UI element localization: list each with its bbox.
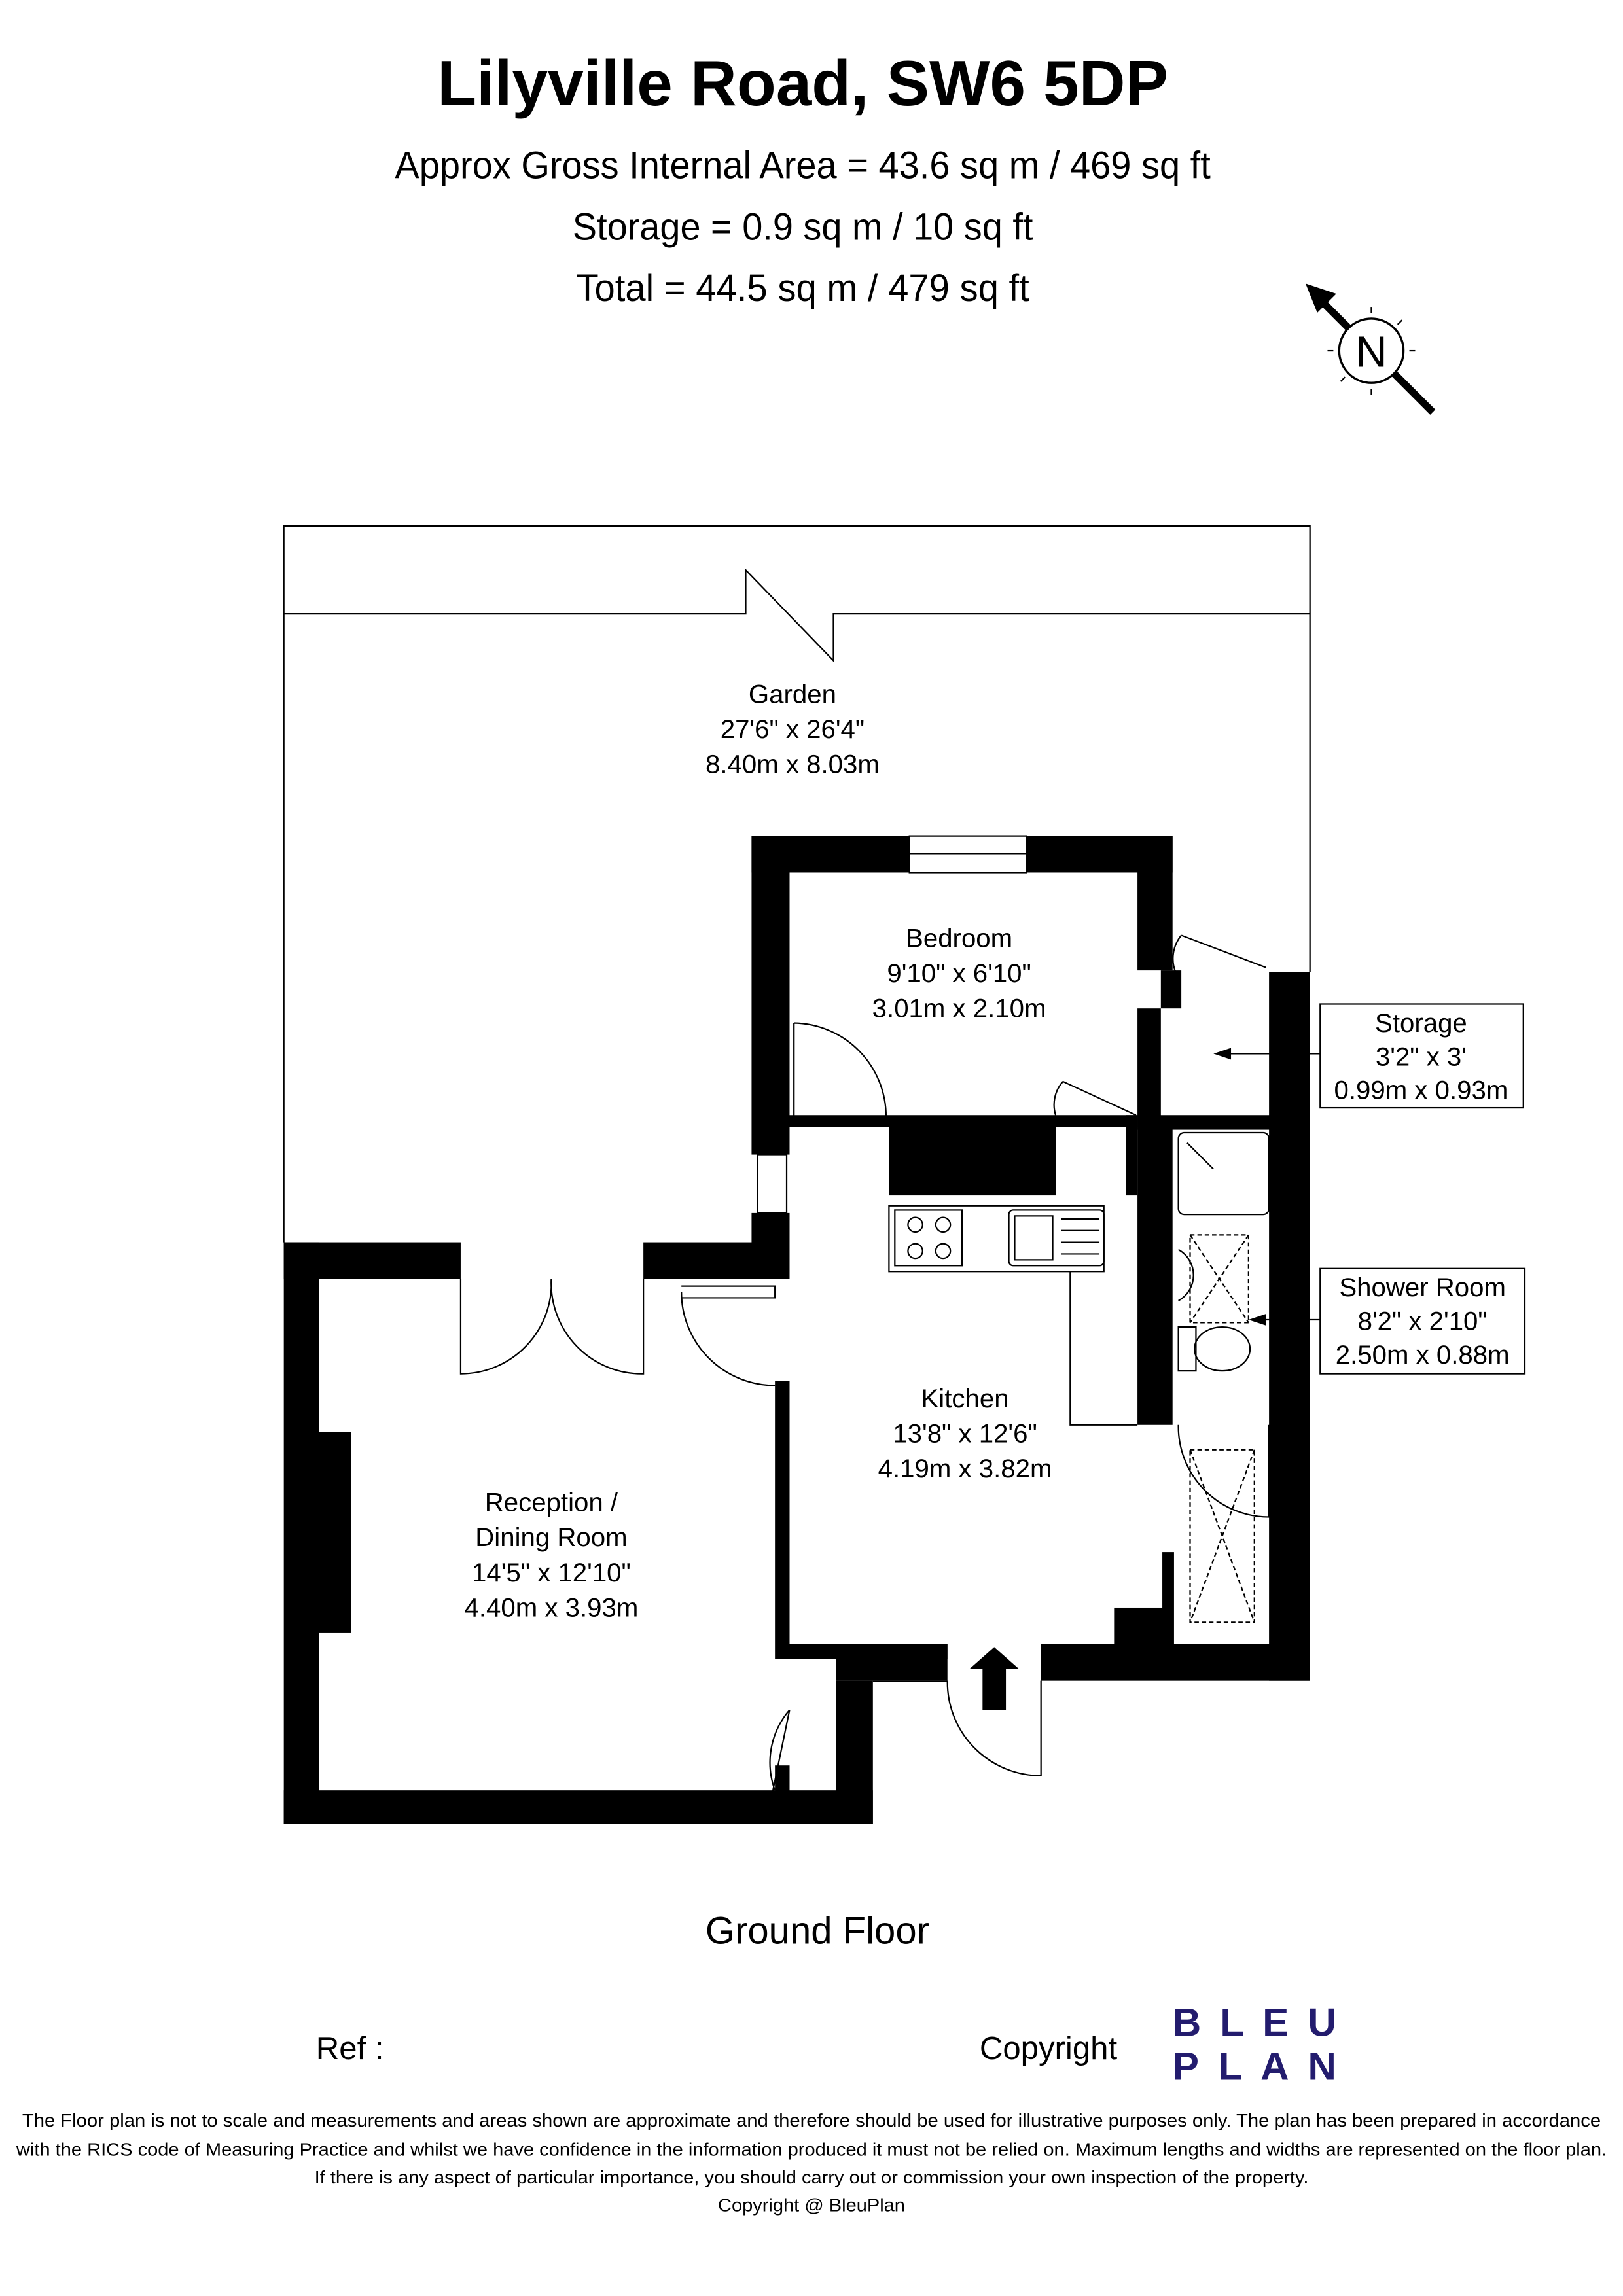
total-area-text: Total = 44.5 sq m / 479 sq ft [576,267,1029,309]
disclaimer: The Floor plan is not to scale and measu… [16,2110,1607,2216]
copyright-label: Copyright [980,2031,1118,2066]
room-name: Kitchen [921,1384,1009,1413]
room-dims-metric: 2.50m x 0.88m [1336,1340,1510,1369]
walls [283,835,1310,1824]
room-name: Dining Room [475,1523,627,1552]
shower-tray-icon [1177,1131,1270,1216]
room-name: Reception / [485,1488,618,1517]
room-reception: Reception / Dining Room 14'5" x 12'10" 4… [465,1488,639,1623]
hob-icon [894,1209,963,1267]
room-storage-callout: Storage 3'2" x 3' 0.99m x 0.93m [1213,1003,1524,1109]
room-dims-metric: 3.01m x 2.10m [872,994,1046,1023]
room-dims-imperial: 14'5" x 12'10" [472,1558,631,1587]
room-bedroom: Bedroom 9'10" x 6'10" 3.01m x 2.10m [872,923,1046,1023]
leader-arrow-icon [1248,1314,1266,1326]
gross-area-text: Approx Gross Internal Area = 43.6 sq m /… [395,145,1210,187]
svg-text:with the RICS code of Measurin: with the RICS code of Measuring Practice… [16,2140,1607,2160]
room-dims-imperial: 3'2" x 3' [1376,1042,1467,1071]
leader-arrow-icon [1213,1048,1232,1060]
room-dims-imperial: 9'10" x 6'10" [887,959,1031,988]
svg-text:P L A N: P L A N [1173,2043,1336,2088]
sink-icon [1008,1209,1105,1267]
garden-outline [283,525,1311,1243]
bleuplan-logo: B L E U P L A N [1173,2000,1336,2088]
room-name: Shower Room [1339,1273,1506,1302]
entrance-arrow-icon [969,1647,1020,1710]
kitchen-window [757,1154,788,1214]
room-name: Garden [749,679,836,709]
page-title: Lilyville Road, SW6 5DP [437,47,1168,119]
toilet-icon [1194,1326,1251,1372]
room-dims-metric: 4.40m x 3.93m [465,1593,639,1622]
room-dims-metric: 0.99m x 0.93m [1334,1076,1508,1105]
room-dims-imperial: 8'2" x 2'10" [1358,1307,1488,1336]
svg-text:Copyright @ BleuPlan: Copyright @ BleuPlan [718,2195,905,2215]
room-dims-metric: 4.19m x 3.82m [878,1454,1052,1483]
basin-icon [1178,1248,1194,1301]
room-name: Storage [1375,1008,1467,1038]
room-dims-imperial: 13'8" x 12'6" [893,1419,1037,1449]
svg-text:If there is any aspect of part: If there is any aspect of particular imp… [315,2167,1309,2187]
floor-label: Ground Floor [705,1910,929,1952]
ref-label: Ref : [316,2031,384,2066]
room-garden: Garden 27'6" x 26'4" 8.40m x 8.03m [705,679,880,779]
room-dims-imperial: 27'6" x 26'4" [721,715,865,744]
room-kitchen: Kitchen 13'8" x 12'6" 4.19m x 3.82m [878,1384,1052,1483]
room-dims-metric: 8.40m x 8.03m [705,750,880,779]
storage-area-text: Storage = 0.9 sq m / 10 sq ft [573,205,1033,248]
north-arrow-icon: N [1305,283,1436,415]
doors-and-fixtures [459,934,1270,1795]
compass-label: N [1355,328,1387,377]
svg-text:The Floor plan is not to scale: The Floor plan is not to scale and measu… [22,2110,1601,2130]
svg-text:B L E U: B L E U [1173,2000,1336,2044]
room-shower-callout: Shower Room 8'2" x 2'10" 2.50m x 0.88m [1248,1267,1526,1375]
room-name: Bedroom [906,923,1012,953]
